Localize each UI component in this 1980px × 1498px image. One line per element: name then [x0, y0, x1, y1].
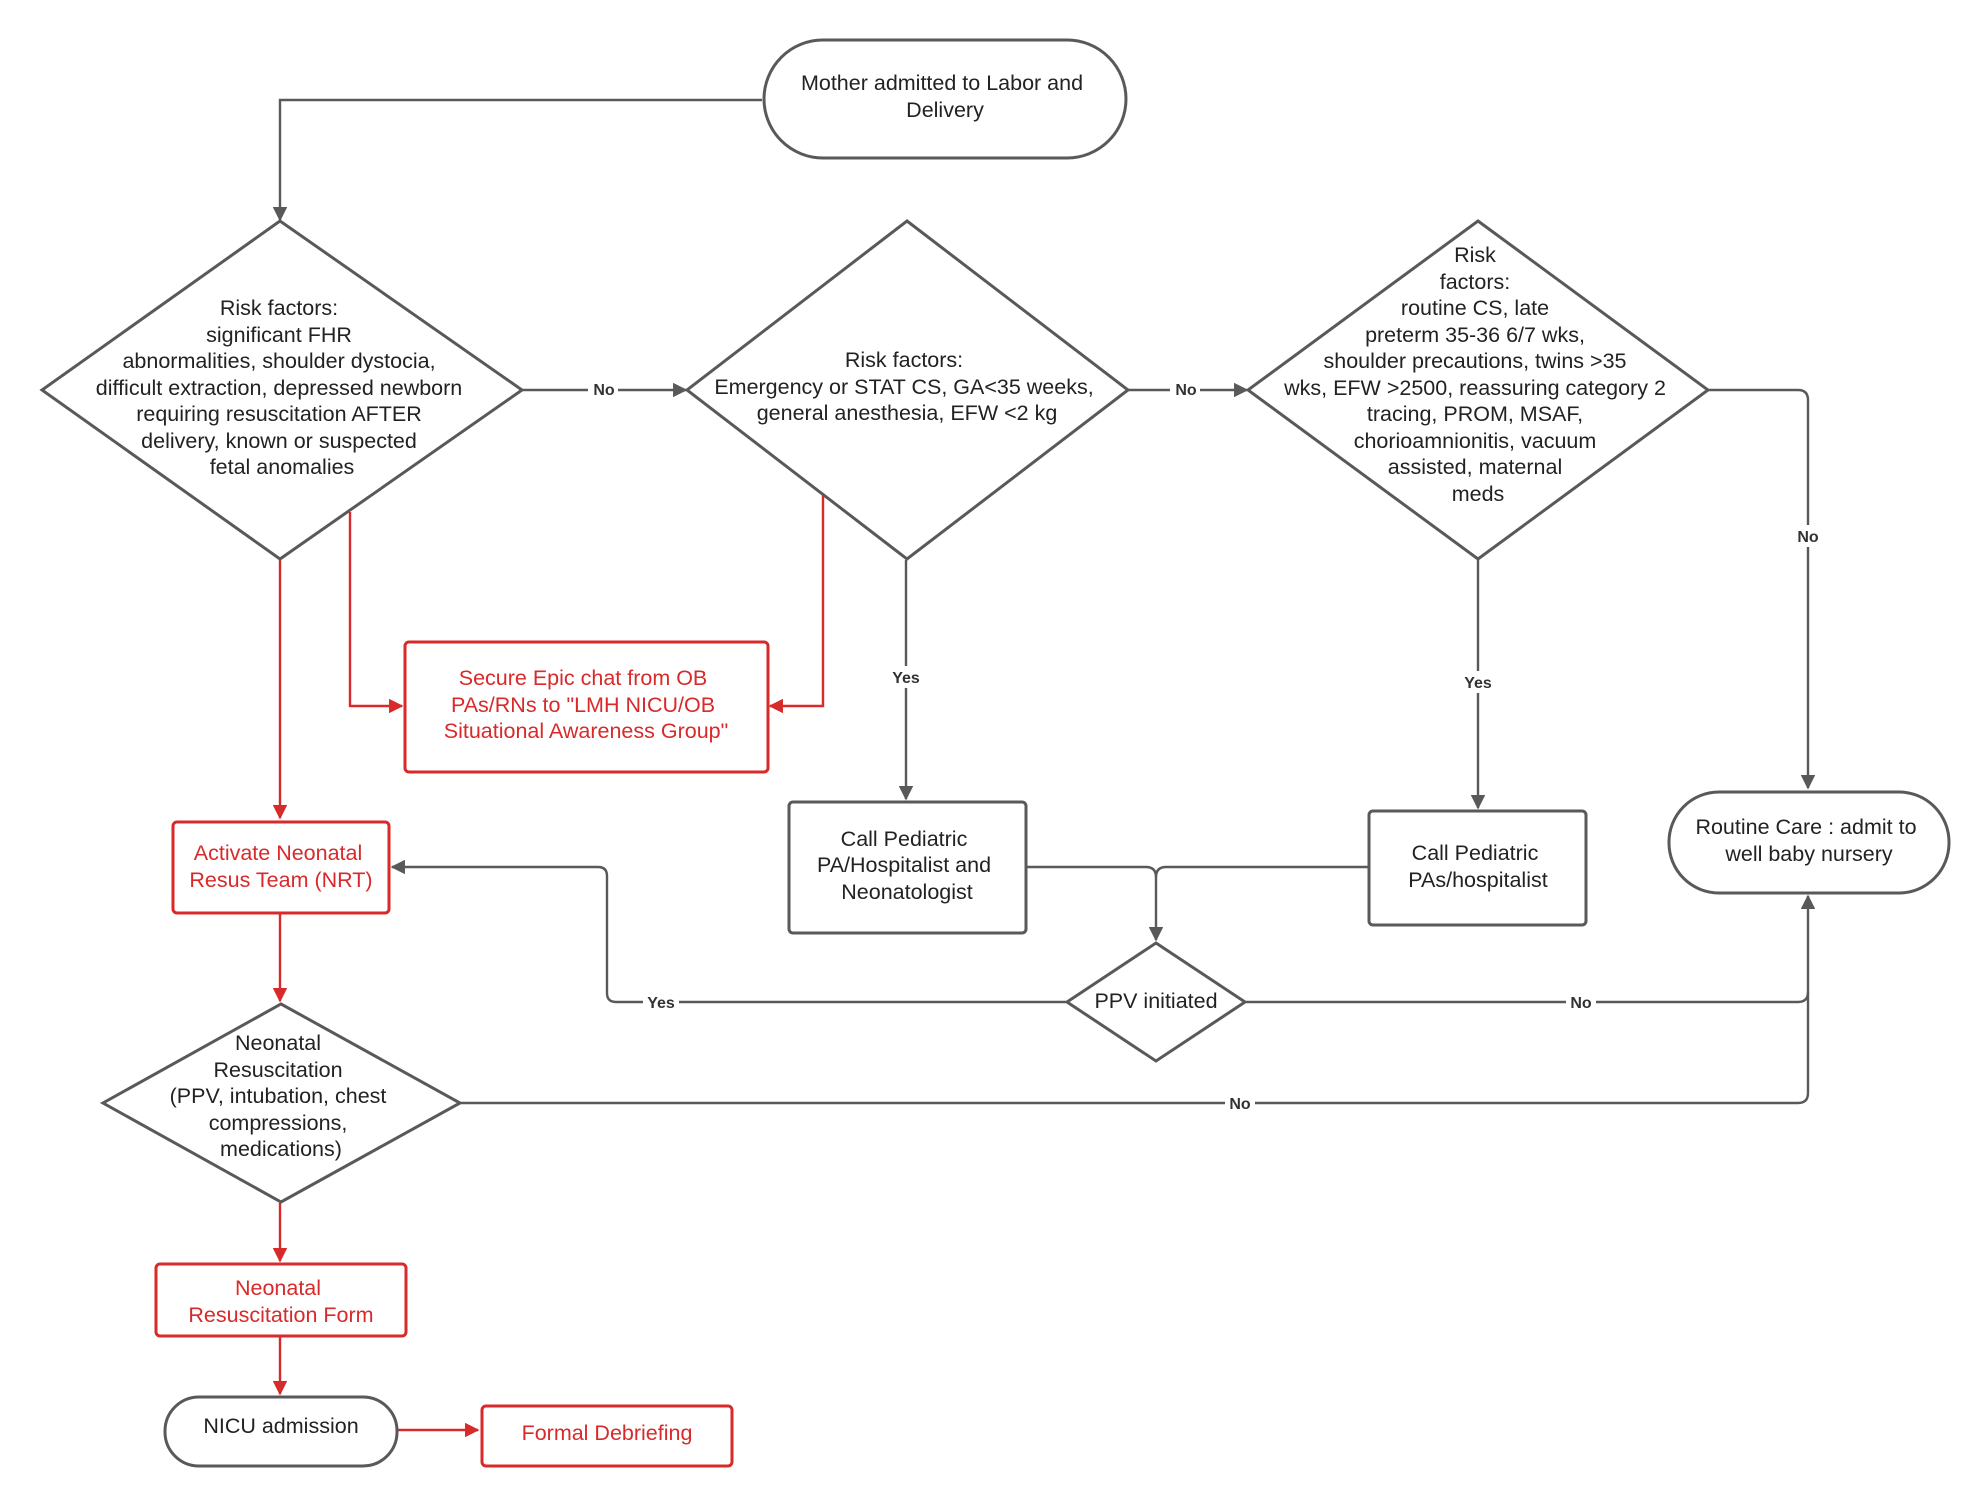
edge-start-to-risk1 [272, 98, 762, 222]
node-secure-chat: Secure Epic chat from OB PAs/RNs to "LMH… [403, 640, 770, 774]
node-activate-nrt: Activate Neonatal Resus Team (NRT) [171, 820, 391, 915]
edge-callneo-to-ppv [1026, 865, 1164, 942]
svg-text:Call Pediatric PA/Hospit: Call Pediatric PA/Hospitalist and Neonat… [817, 827, 997, 904]
edge-label-risk3-callpeds: Yes [1460, 671, 1496, 693]
edge-label-ppv-routine: No [1566, 991, 1596, 1013]
edge-label-risk1-risk2: No [588, 378, 618, 400]
node-call-peds: Call Pediatric PAs/hospitalist [1367, 809, 1588, 927]
svg-text:No: No [1229, 1096, 1251, 1113]
svg-text:Call Pediatric PAs/hospi: Call Pediatric PAs/hospitalist [1408, 841, 1547, 892]
svg-text:No: No [593, 382, 615, 399]
svg-text:No: No [1797, 529, 1819, 546]
node-start: Mother admitted to Labor and Delivery [762, 38, 1128, 160]
node-ppv-initiated: PPV initiated [1064, 941, 1248, 1063]
edge-ppv-to-nrt [390, 859, 1067, 1004]
node-risk1: Risk factors: significant FHR abnormalit… [39, 219, 525, 561]
svg-text:No: No [1570, 995, 1592, 1012]
edge-label-risk2-callneo: Yes [888, 666, 924, 688]
edge-label-resus-routine: No [1225, 1092, 1255, 1114]
edge-label-risk2-risk3: No [1170, 378, 1200, 400]
svg-text:Yes: Yes [892, 670, 920, 687]
svg-text:NICU admission: NICU admission [203, 1414, 358, 1438]
node-risk3: Risk factors: routine CS, late preterm 3… [1245, 219, 1711, 561]
node-call-peds-neo: Call Pediatric PA/Hospitalist and Neonat… [787, 800, 1028, 935]
svg-text:Neonatal Resuscitation: Neonatal Resuscitation (PPV, intubation,… [170, 1031, 393, 1161]
svg-text:Risk factors: Emergency: Risk factors: Emergency or STAT CS, GA<3… [714, 348, 1099, 425]
edge-callpeds-to-ppv [1154, 865, 1369, 878]
svg-text:Secure Epic chat from OB: Secure Epic chat from OB PAs/RNs to "LMH… [444, 666, 729, 743]
edge-risk2-to-chat [768, 495, 825, 714]
edge-risk1-to-chat [348, 512, 404, 714]
svg-text:Mother admitted to Labor and: Mother admitted to Labor and Delivery [801, 71, 1089, 122]
edge-ppv-to-routine [1245, 991, 1810, 1004]
svg-text:PPV initiated: PPV initiated [1094, 989, 1217, 1013]
svg-text:No: No [1175, 382, 1197, 399]
edge-label-risk3-routine: No [1793, 525, 1823, 547]
node-neonatal-resuscitation: Neonatal Resuscitation (PPV, intubation,… [99, 1002, 464, 1204]
edge-risk3-to-routine [1708, 388, 1816, 790]
svg-text:Formal Debriefing: Formal Debriefing [522, 1421, 693, 1445]
svg-text:Activate Neonatal Resus: Activate Neonatal Resus Team (NRT) [189, 841, 372, 892]
edge-resus-to-routine [460, 894, 1816, 1105]
node-resus-form: Neonatal Resuscitation Form [154, 1262, 408, 1338]
edge-label-ppv-nrt: Yes [643, 991, 679, 1013]
node-routine-care: Routine Care : admit to well baby nurser… [1667, 790, 1951, 895]
node-nicu-admission: NICU admission [163, 1395, 399, 1468]
svg-text:Neonatal Resuscitation F: Neonatal Resuscitation Form [188, 1276, 373, 1327]
svg-text:Risk factors: rout: Risk factors: routine CS, late preterm 3… [1283, 243, 1672, 506]
node-risk2: Risk factors: Emergency or STAT CS, GA<3… [684, 219, 1131, 561]
node-formal-debriefing: Formal Debriefing [480, 1404, 734, 1468]
svg-text:Risk factors: significan: Risk factors: significant FHR abnormalit… [96, 296, 469, 479]
svg-text:Routine Care : admit to: Routine Care : admit to well baby nurser… [1695, 815, 1922, 866]
svg-text:Yes: Yes [647, 995, 675, 1012]
svg-text:Yes: Yes [1464, 675, 1492, 692]
